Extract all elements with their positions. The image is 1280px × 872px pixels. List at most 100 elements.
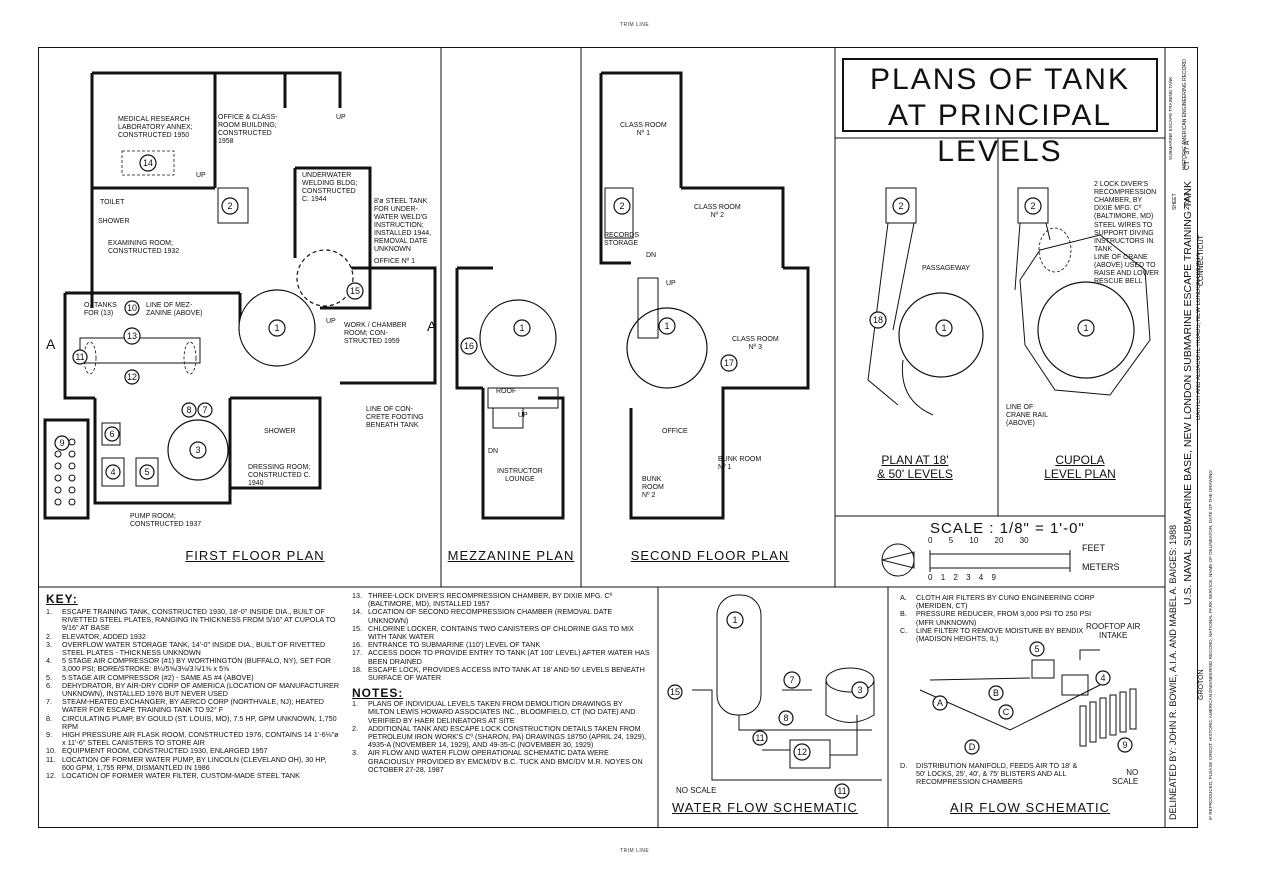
section-marker-a-right: A [427, 318, 437, 334]
mezzanine-title: MEZZANINE PLAN [447, 548, 575, 563]
key-item: 7.STEAM-HEATED EXCHANGER, BY AERCO CORP … [46, 697, 324, 715]
label-up-mezz: UP [518, 412, 528, 419]
key-item: 12.LOCATION OF FORMER WATER FILTER, CUST… [46, 771, 300, 781]
scale-feet-ticks: 0 5 10 20 30 [928, 536, 1029, 545]
label-medical-annex: MEDICAL RESEARCH LABORATORY ANNEX; CONST… [118, 116, 193, 139]
label-up-2: UP [196, 172, 206, 179]
svg-text:2: 2 [898, 201, 903, 211]
tick-feet-20: 20 [994, 536, 1004, 545]
titleblock-sheet: 2 of 3 [1184, 192, 1191, 210]
air-item: A.CLOTH AIR FILTERS BY CUNO ENGINEERING … [900, 593, 1095, 611]
key-item: 13.THREE-LOCK DIVER'S RECOMPRESSION CHAM… [352, 591, 613, 609]
svg-text:12: 12 [127, 372, 137, 382]
label-up-1: UP [336, 114, 346, 121]
key-item: 10.EQUIPMENT ROOM, CONSTRUCTED 1930, ENL… [46, 746, 268, 756]
svg-text:16: 16 [464, 341, 474, 351]
label-steel-tank: 8'ø STEEL TANK FOR UNDER- WATER WELD'G I… [374, 198, 432, 253]
key-item: 15.CHLORINE LOCKER, CONTAINS TWO CANISTE… [352, 623, 634, 642]
titleblock-haer-no: CT - 37 A [1184, 140, 1191, 170]
svg-text:1: 1 [519, 323, 524, 333]
mezzanine-drawing: 1 16 [455, 266, 565, 520]
label-diver-chamber: 2 LOCK DIVER'S RECOMPRESSION CHAMBER, BY… [1094, 181, 1157, 220]
air-items-top: A.CLOTH AIR FILTERS BY CUNO ENGINEERING … [900, 593, 1110, 643]
svg-text:1: 1 [274, 323, 279, 333]
label-shower: SHOWER [98, 218, 130, 225]
water-no-scale: NO SCALE [676, 786, 717, 795]
air-flow-title: AIR FLOW SCHEMATIC [950, 800, 1111, 815]
trim-line-bottom: TRIM LINE [620, 848, 650, 854]
label-examining-room: EXAMINING ROOM; CONSTRUCTED 1932 [108, 240, 180, 255]
svg-text:7: 7 [789, 675, 794, 685]
tick-feet-0: 0 [928, 536, 933, 545]
tick-m-4: 4 [978, 573, 984, 582]
trim-line-top: TRIM LINE [620, 22, 650, 28]
svg-text:5: 5 [1034, 644, 1039, 654]
svg-text:3: 3 [195, 445, 200, 455]
title-line-1: PLANS OF TANK [870, 63, 1130, 96]
label-class-room-1: CLASS ROOM Nº 1 [620, 122, 667, 137]
key-item: 2.ELEVATOR, ADDED 1932 [46, 631, 146, 641]
key-item: 9.HIGH PRESSURE AIR FLASK ROOM, CONSTRUC… [46, 730, 339, 748]
second-floor-title: SECOND FLOOR PLAN [630, 548, 790, 563]
svg-text:B: B [993, 688, 999, 698]
svg-text:11: 11 [837, 786, 846, 796]
svg-text:12: 12 [797, 747, 807, 757]
label-dressing-room: DRESSING ROOM; CONSTRUCTED C. 1940 [248, 464, 311, 487]
titleblock-small: SUBMARINE ESCAPE TRAINING TANK [1168, 76, 1173, 160]
note-item: 1.PLANS OF INDIVIDUAL LEVELS TAKEN FROM … [352, 699, 636, 725]
titleblock-sheet-label: SHEET [1172, 193, 1178, 210]
svg-text:8: 8 [783, 713, 788, 723]
water-flow-drawing: 1 3 7 8 11 12 15 11 [667, 594, 882, 799]
first-floor-title: FIRST FLOOR PLAN [185, 548, 325, 563]
svg-text:C: C [1003, 707, 1010, 717]
label-underwater-welding: UNDERWATER WELDING BLDG; CONSTRUCTED C. … [302, 172, 358, 203]
label-crane-rail: LINE OF CRANE RAIL (ABOVE) [1006, 404, 1049, 427]
titleblock-delineated: DELINEATED BY: JOHN R. BOWIE, A.I.A. AND… [1168, 524, 1178, 820]
svg-text:1: 1 [732, 615, 737, 625]
svg-text:2: 2 [1030, 201, 1035, 211]
label-shower-2: SHOWER [264, 428, 296, 435]
notes-heading: NOTES: [352, 686, 404, 701]
label-bunk-room-2: BUNK ROOM Nº 2 [642, 476, 664, 499]
label-passageway: PASSAGEWAY [922, 265, 971, 272]
tick-m-9: 9 [991, 573, 996, 582]
label-class-room-3: CLASS ROOM Nº 3 [732, 336, 779, 351]
titleblock-credit: IF REPRODUCED, PLEASE CREDIT: HISTORIC A… [1208, 470, 1213, 820]
label-steel-wires: STEEL WIRES TO SUPPORT DIVING INSTRUCTOR… [1094, 222, 1154, 253]
key-item: 11.LOCATION OF FORMER WATER PUMP, BY LIN… [46, 754, 327, 772]
sheet-frame [38, 47, 1198, 828]
key-item: 18.ESCAPE LOCK, PROVIDES ACCESS INTO TAN… [352, 664, 645, 683]
tick-m-0: 0 [928, 573, 933, 582]
svg-text:15: 15 [670, 687, 680, 697]
label-up-3: UP [326, 318, 336, 325]
label-office-2f: OFFICE [662, 428, 688, 435]
svg-text:6: 6 [109, 429, 114, 439]
scale-label: SCALE : 1/8" = 1'-0" [930, 520, 1085, 537]
label-mezzanine-line: LINE OF MEZ- ZANINE (ABOVE) [146, 302, 203, 317]
svg-text:2: 2 [619, 201, 624, 211]
tick-feet-10: 10 [969, 536, 979, 545]
label-class-room-2: CLASS ROOM Nº 2 [694, 204, 741, 219]
water-flow-title: WATER FLOW SCHEMATIC [672, 800, 858, 815]
scale-feet-unit: FEET [1082, 543, 1106, 553]
svg-text:4: 4 [1100, 673, 1105, 683]
flask-canisters [54, 438, 76, 506]
key-item: 8.CIRCULATING PUMP, BY GOULD (ST. LOUIS,… [46, 713, 337, 731]
label-crane-line: LINE OF CRANE (ABOVE) USED TO RAISE AND … [1094, 254, 1159, 285]
key-item: 3.OVERFLOW WATER STORAGE TANK, 14'-0" IN… [46, 639, 326, 658]
svg-text:D: D [969, 742, 976, 752]
svg-text:11: 11 [755, 733, 764, 743]
scale-bar [929, 550, 1071, 572]
note-item: 3.AIR FLOW AND WATER FLOW OPERATIONAL SC… [352, 748, 643, 774]
label-office-1: OFFICE Nº 1 [374, 258, 416, 265]
label-instructor-lounge: INSTRUCTOR LOUNGE [497, 468, 543, 483]
tick-m-1: 1 [940, 573, 946, 582]
label-concrete-footing: LINE OF CON- CRETE FOOTING BENEATH TANK [366, 406, 424, 429]
scale-meter-unit: METERS [1082, 562, 1120, 572]
svg-text:4: 4 [110, 467, 115, 477]
svg-text:3: 3 [857, 685, 862, 695]
section-marker-a-left: A [46, 336, 56, 352]
air-flasks [1079, 688, 1137, 747]
svg-text:1: 1 [1083, 323, 1088, 333]
